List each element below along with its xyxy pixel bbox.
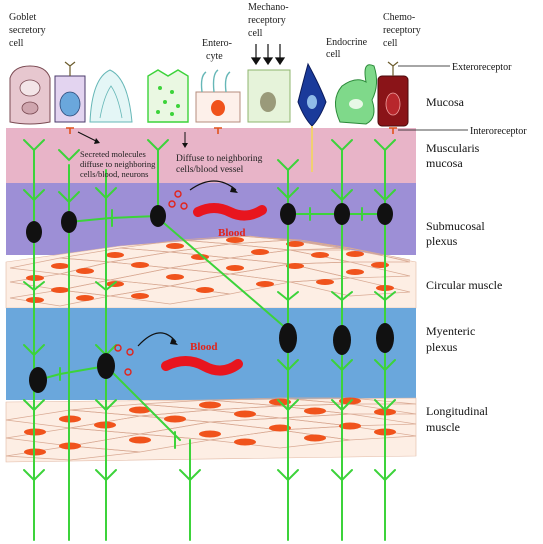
chemo-label: cell: [383, 38, 398, 49]
interoreceptor-label: Interoreceptor: [470, 126, 527, 137]
longitudinal-muscle-nuclei: [24, 397, 396, 456]
enterocyte-label: Entero-: [202, 38, 232, 49]
blood-label-lower: Blood: [190, 341, 218, 353]
mucosa-label: Mucosa: [426, 95, 465, 109]
neurons: [26, 203, 394, 393]
submucosal-neuron: [61, 211, 77, 233]
mucosa-cells: [9, 44, 468, 172]
longitudinal-label: muscle: [426, 420, 460, 434]
myenteric-neuron: [333, 325, 351, 355]
endocrine-label: Endocrine: [326, 37, 368, 48]
circular-label: Circular muscle: [426, 278, 502, 292]
secreted-note: Secreted molecules: [80, 149, 146, 159]
tissue-layers: [5, 128, 417, 463]
submucosal-neuron: [280, 203, 296, 225]
cell-labels: Goblet secretory cell Entero- cyte Mecha…: [9, 2, 527, 137]
annotations: Secreted molecules diffuse to neighborin…: [80, 149, 263, 353]
enterocyte-label: cyte: [206, 51, 223, 62]
secreted-note: cells/blood, neurons: [80, 169, 148, 179]
myenteric-label: plexus: [426, 340, 458, 354]
submucosal-label: Submucosal: [426, 219, 485, 233]
diffuse-note: cells/blood vessel: [176, 165, 244, 175]
blood-vessel-lower: [161, 356, 243, 376]
endocrine-label: cell: [326, 49, 341, 60]
exteroreceptor-label: Exteroreceptor: [452, 62, 512, 73]
mechano-label: cell: [248, 28, 263, 39]
myenteric-label: Myenteric: [426, 324, 475, 338]
submucosal-neuron: [26, 221, 42, 243]
myenteric-neuron: [97, 353, 115, 379]
submucosal-neuron: [334, 203, 350, 225]
myenteric-neuron: [279, 323, 297, 353]
secretion-signals: [77, 131, 238, 376]
diffuse-note: Diffuse to neighboring: [176, 153, 263, 164]
longitudinal-muscle-cells: [5, 397, 417, 461]
secreted-note: diffuse to neighboring: [80, 159, 156, 169]
chemo-label: receptory: [383, 25, 421, 36]
circular-muscle-cells: [9, 235, 411, 307]
muscularis-label: mucosa: [426, 156, 463, 170]
myenteric-neuron: [376, 323, 394, 353]
myenteric-layer: [6, 308, 416, 400]
goblet-label: Goblet: [9, 12, 36, 23]
blood-vessels: [161, 203, 267, 376]
myenteric-neuron: [29, 367, 47, 393]
submucosal-neuron: [377, 203, 393, 225]
goblet-label: cell: [9, 38, 24, 49]
blood-label-upper: Blood: [218, 227, 246, 239]
circular-muscle-nuclei: [26, 237, 394, 303]
muscularis-label: Muscularis: [426, 141, 480, 155]
goblet-label: secretory: [9, 25, 46, 36]
chemo-label: Chemo-: [383, 12, 415, 23]
layer-labels: Mucosa Muscularis mucosa Submucosal plex…: [426, 95, 502, 434]
blood-vessel-upper: [193, 203, 267, 221]
longitudinal-label: Longitudinal: [426, 404, 489, 418]
submucosal-label: plexus: [426, 234, 458, 248]
mechano-label: Mechano-: [248, 2, 289, 13]
mechano-label: receptory: [248, 15, 286, 26]
endocrine-cell: [335, 64, 378, 125]
submucosal-neuron: [150, 205, 166, 227]
